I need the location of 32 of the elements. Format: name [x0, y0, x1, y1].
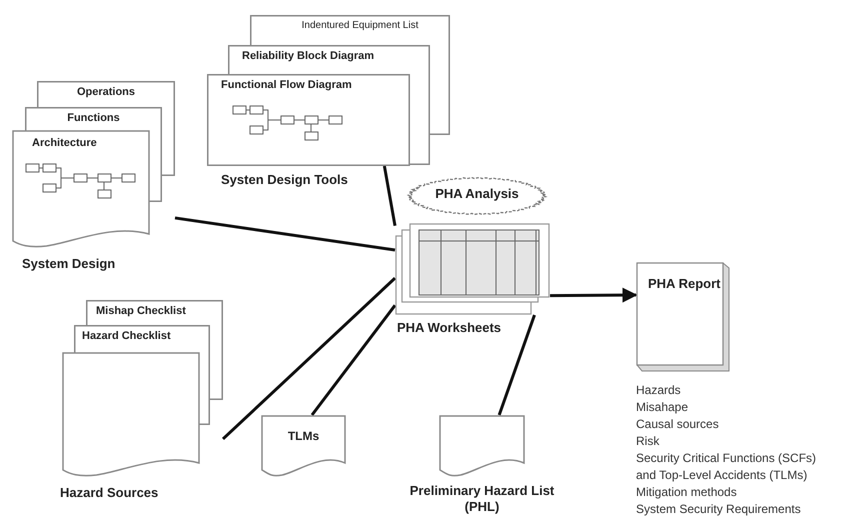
page-title: PHA Analysis	[435, 186, 519, 202]
node-label: Preliminary Hazard List (PHL)	[408, 483, 556, 516]
list-item: Security Critical Functions (SCFs)	[636, 450, 818, 467]
connector-line	[498, 314, 536, 416]
list-item: Causal sources	[636, 416, 720, 433]
connector-line	[174, 216, 396, 252]
page-title: Architecture	[32, 137, 97, 150]
connector-line	[222, 277, 396, 440]
page-title: Functions	[67, 112, 120, 126]
list-item: Misahape	[636, 399, 690, 416]
connector-line	[382, 166, 396, 226]
page-title: Operations	[76, 86, 136, 100]
page-title: Indentured Equipment List	[302, 20, 418, 32]
cloud-shape	[408, 176, 546, 216]
node-label: Systen Design Tools	[221, 172, 349, 188]
page-title: Hazard Checklist	[82, 330, 171, 344]
page-title: Reliability Block Diagram	[242, 50, 374, 64]
page-title: Functional Flow Diagram	[221, 79, 352, 92]
document-page	[261, 415, 346, 477]
page-title: PHA Report	[648, 276, 720, 292]
list-item: Mitigation methods	[636, 484, 738, 501]
arrow	[550, 288, 638, 303]
list-item: System Security Requirements	[636, 501, 802, 518]
connector-line	[310, 304, 396, 416]
page-title: Mishap Checklist	[96, 305, 186, 318]
list-item: Hazards	[636, 382, 682, 399]
page-title: TLMs	[288, 429, 320, 444]
node-label: System Design	[22, 256, 116, 272]
list-item: and Top-Level Accidents (TLMs)	[636, 467, 808, 484]
list-item: Risk	[636, 433, 660, 450]
node-label: PHA Worksheets	[397, 320, 502, 336]
node-label: Hazard Sources	[60, 485, 160, 502]
